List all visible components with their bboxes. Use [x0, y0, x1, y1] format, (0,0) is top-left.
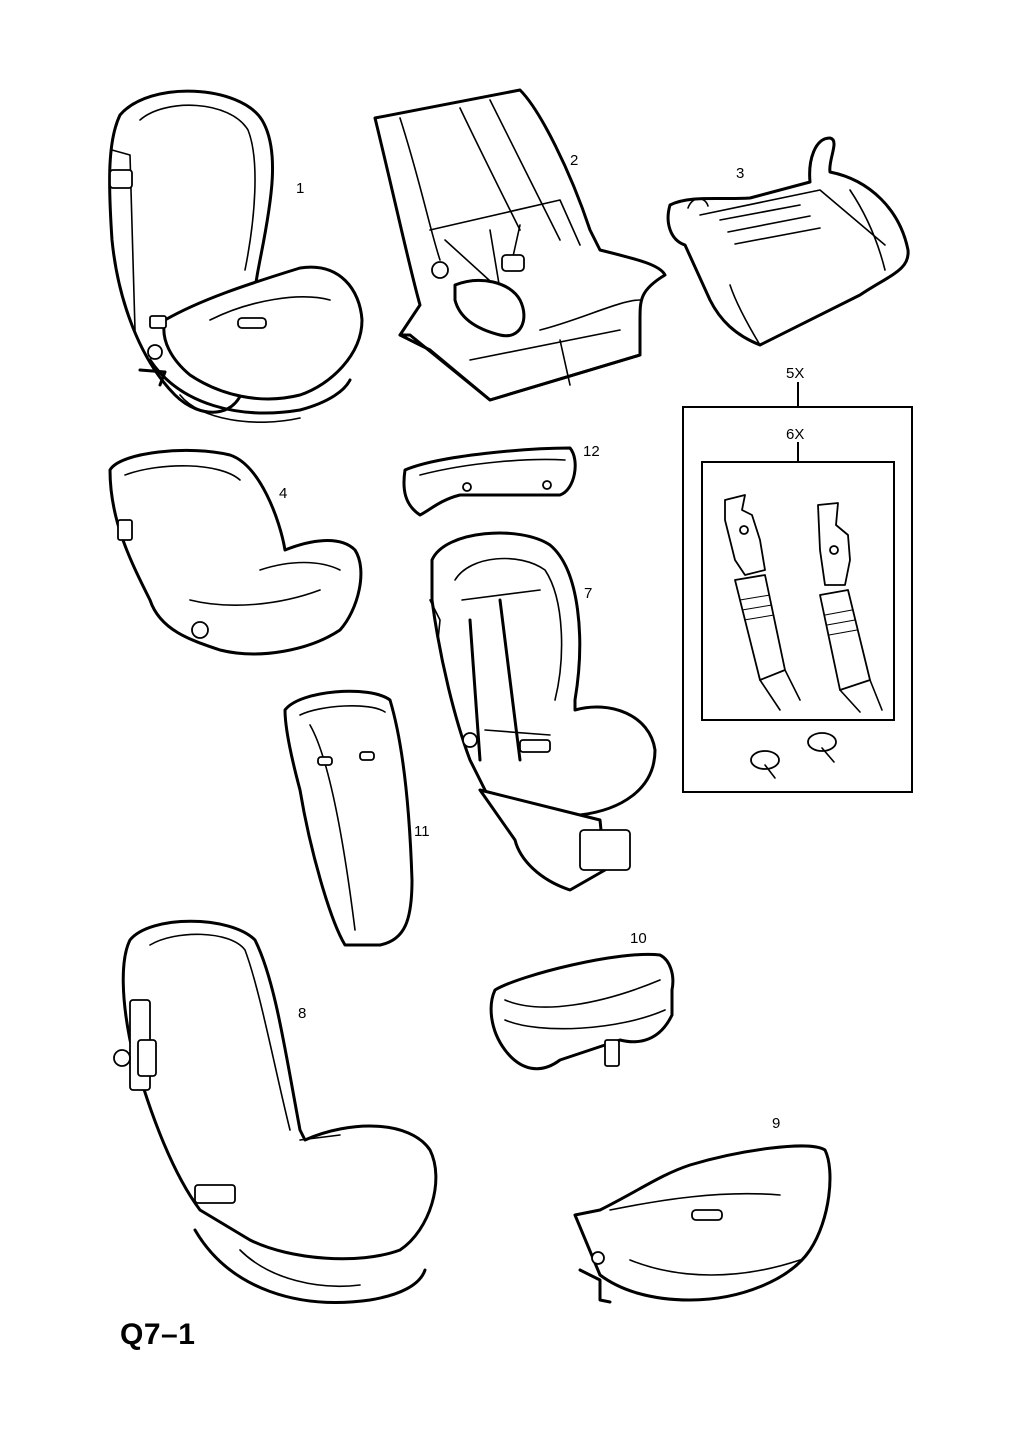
callout-3: 3 [736, 165, 744, 182]
part-1-child-seat [108, 89, 364, 423]
screw-icon [750, 750, 780, 779]
screw-icon [807, 732, 837, 763]
part-11-backrest-cover [283, 689, 414, 947]
callout-12: 12 [583, 443, 600, 460]
part-3-booster-cushion [666, 136, 910, 347]
callout-5x: 5X [786, 365, 804, 382]
callout-2: 2 [570, 152, 578, 169]
callout-labels: 1 2 3 4 5X 6X 7 8 9 10 11 12 [279, 152, 804, 1132]
part-12-headrest-cover [402, 446, 577, 517]
part-5-6-buckle-kit [682, 382, 913, 793]
part-7-harness-seat [429, 531, 657, 892]
part-4-seat-cover [108, 448, 363, 656]
callout-10: 10 [630, 930, 647, 947]
part-2-infant-carrier [373, 88, 667, 402]
callout-6x: 6X [786, 426, 804, 443]
callout-7: 7 [584, 585, 592, 602]
callout-8: 8 [298, 1005, 306, 1022]
callout-11: 11 [414, 823, 430, 840]
part-10-booster-block [489, 952, 675, 1071]
callout-9: 9 [772, 1115, 780, 1132]
callout-1: 1 [296, 180, 304, 197]
page-code: Q7–1 [120, 1318, 196, 1351]
part-8-recline-seat [113, 919, 438, 1304]
callout-4: 4 [279, 485, 287, 502]
part-9-seat-base [573, 1144, 832, 1304]
